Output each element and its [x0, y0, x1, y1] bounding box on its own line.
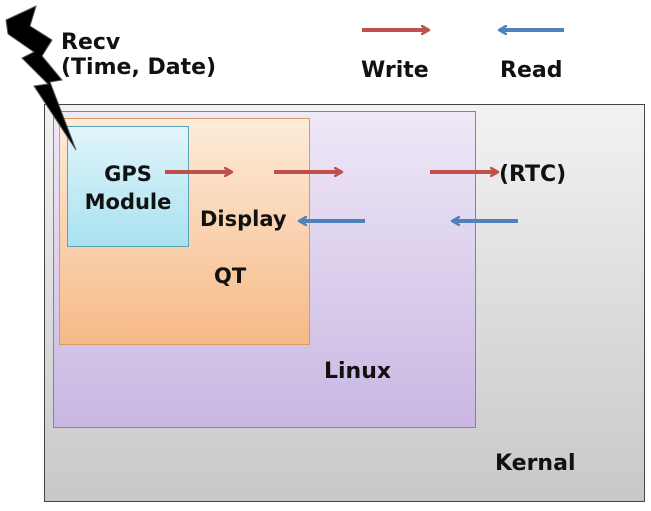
rtc-label: (RTC) — [499, 162, 567, 187]
display-label: Display — [200, 207, 287, 231]
recv-subtitle: (Time, Date) — [61, 55, 217, 81]
linux-label: Linux — [324, 359, 392, 384]
recv-label: Recv (Time, Date) — [61, 30, 216, 81]
legend-read-label: Read — [500, 58, 563, 83]
recv-title: Recv — [61, 30, 121, 55]
lightning-bolt-icon — [5, 5, 77, 151]
legend-write-label: Write — [361, 58, 429, 83]
gps-module-label: GPS Module — [70, 160, 186, 217]
qt-label: QT — [214, 264, 247, 288]
gps-module-box — [67, 126, 189, 247]
gps-label-line1: GPS — [104, 162, 152, 186]
kernal-label: Kernal — [495, 451, 576, 476]
gps-label-line2: Module — [84, 190, 172, 215]
